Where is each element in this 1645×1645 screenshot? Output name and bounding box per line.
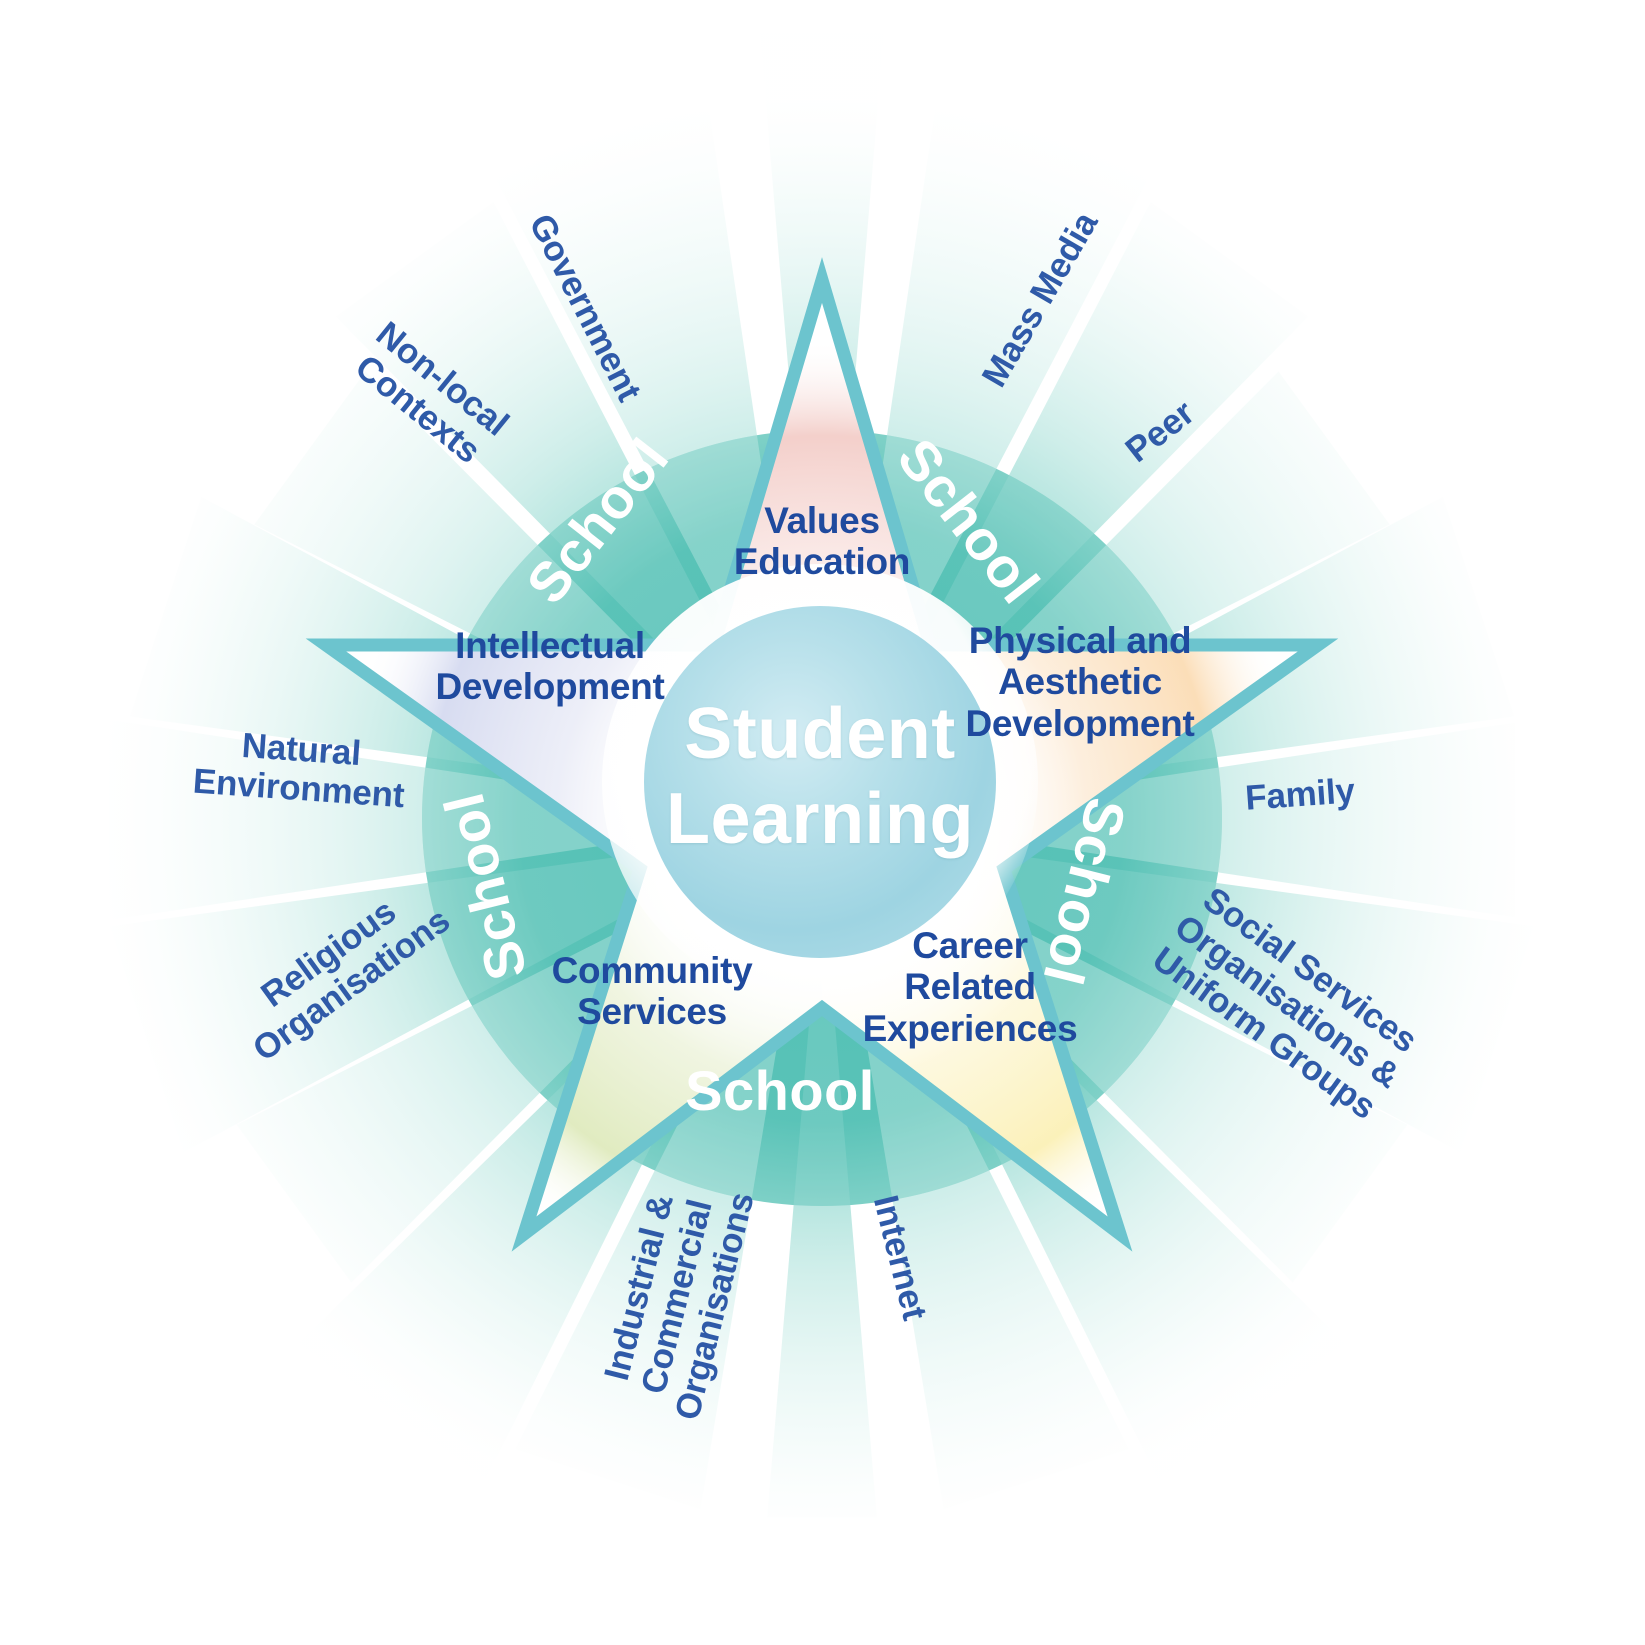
context-ray bbox=[422, 719, 762, 921]
star-outline bbox=[305, 257, 1339, 1252]
center-circle bbox=[644, 606, 996, 958]
context-ray bbox=[767, 880, 877, 1206]
context-ray bbox=[882, 722, 1222, 918]
